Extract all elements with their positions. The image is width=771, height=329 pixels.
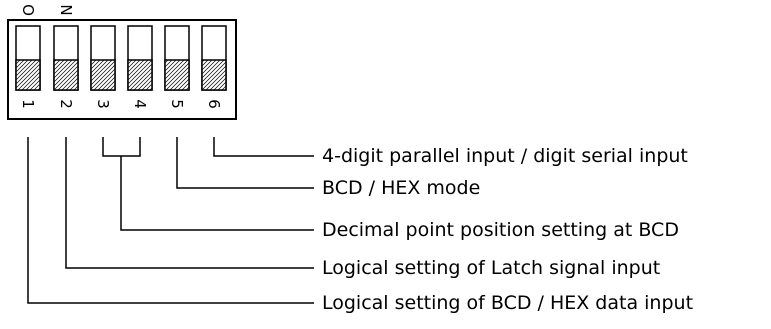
toggle-3 [90,25,116,91]
position-label-1: 1 [19,99,37,109]
toggle-6-lever [201,59,227,91]
leader-line-switches-3-4 [120,156,314,231]
toggle-3-lever [90,59,116,91]
position-label-3: 3 [94,99,112,109]
position-label-5: 5 [168,99,186,109]
position-label-4: 4 [131,99,149,109]
toggle-5 [164,25,190,91]
toggle-2 [53,25,79,91]
leader-line-switch-2 [65,137,314,269]
toggle-4 [127,25,153,91]
on-letter-o: O [19,4,37,16]
toggle-5-lever [164,59,190,91]
label-bcd-hex-mode: BCD / HEX mode [322,177,480,199]
label-latch-logic: Logical setting of Latch signal input [322,257,660,279]
position-label-2: 2 [57,99,75,109]
toggle-4-lever [127,59,153,91]
label-data-logic: Logical setting of BCD / HEX data input [322,292,693,314]
on-letter-n: N [57,4,75,15]
toggle-1 [15,25,41,91]
label-decimal-point: Decimal point position setting at BCD [322,219,679,241]
leader-line-switches-3-4-bracket [102,137,141,157]
toggle-1-lever [15,59,41,91]
label-parallel-serial: 4-digit parallel input / digit serial in… [322,145,688,167]
toggle-2-lever [53,59,79,91]
toggle-6 [201,25,227,91]
leader-line-switch-6 [213,137,314,157]
switch-housing [7,19,237,120]
position-label-6: 6 [205,99,223,109]
leader-line-switch-5 [176,137,314,189]
leader-line-switch-1 [27,137,314,304]
